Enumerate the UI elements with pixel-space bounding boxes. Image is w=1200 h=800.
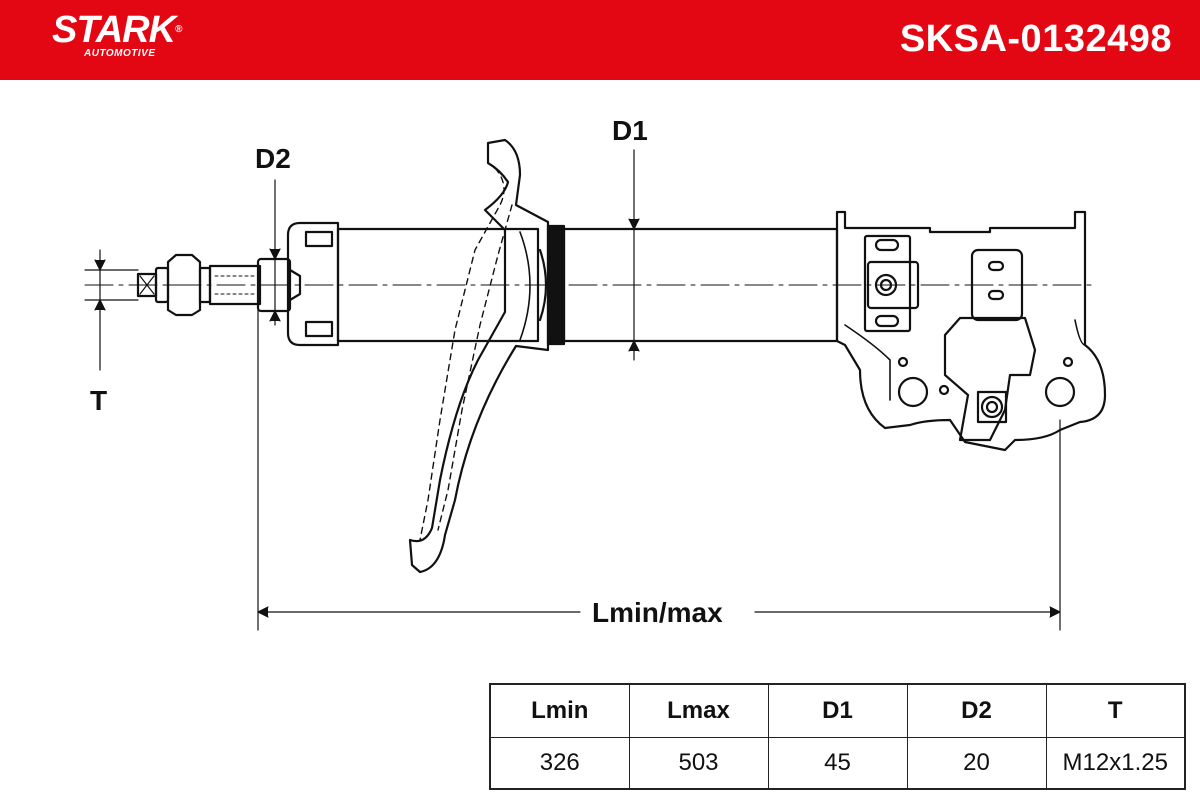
spec-value: M12x1.25 [1045,737,1186,790]
spec-header: Lmin [489,683,630,738]
brand-name: STARK [52,9,176,51]
rod-end [136,253,302,317]
brand-logo: STARK® AUTOMOTIVE [52,9,183,59]
strut-upper-tube [336,227,540,343]
spec-value: 45 [767,737,908,790]
spec-value: 503 [628,737,769,790]
dimension-lines [84,149,1061,631]
header-bar: STARK® AUTOMOTIVE SKSA-0132498 [0,0,1200,80]
knuckle-bracket [835,210,1107,452]
label-d1: D1 [612,115,648,146]
spec-header: D1 [767,683,908,738]
spec-value-row: 326 503 45 20 M12x1.25 [489,737,1186,790]
shock-absorber-drawing: D1 D2 T Lmin/max [84,115,1107,631]
brand-registered-mark: ® [175,24,182,35]
spec-header: T [1045,683,1186,738]
spec-value: 20 [906,737,1047,790]
spring-seat-bracket [408,138,550,574]
brand-subtitle: AUTOMOTIVE [84,48,156,59]
label-d2: D2 [255,143,291,174]
label-length: Lmin/max [592,597,723,628]
spec-header-row: Lmin Lmax D1 D2 T [489,683,1186,738]
top-mount-cap [286,221,340,347]
part-number: SKSA-0132498 [899,18,1172,60]
dust-seal-ring [546,224,566,346]
label-t: T [90,385,107,416]
spec-header: D2 [906,683,1047,738]
spec-value: 326 [489,737,630,790]
spec-table: Lmin Lmax D1 D2 T 326 503 45 20 M12x1.25 [489,683,1186,790]
spec-header: Lmax [628,683,769,738]
